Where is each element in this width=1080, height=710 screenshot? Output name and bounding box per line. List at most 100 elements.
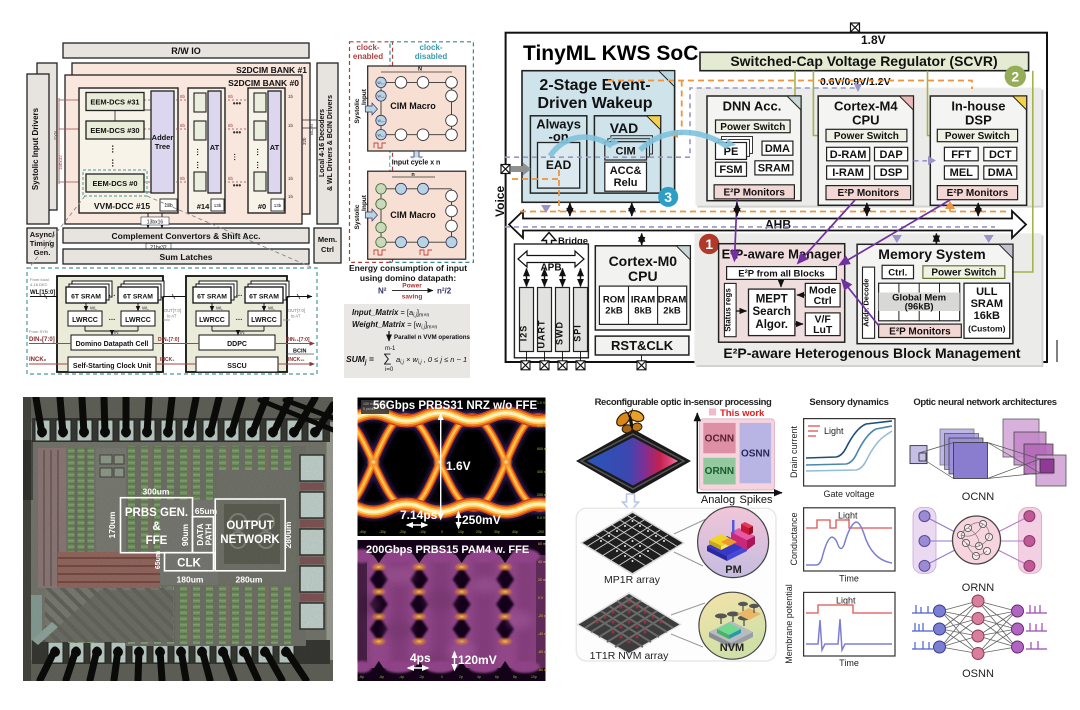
svg-text:CPU: CPU [852,113,879,128]
svg-text:to AT: to AT [167,314,177,319]
svg-text:Addr. Decode: Addr. Decode [862,279,871,327]
svg-text:ai,j × wi,j , 0 ≤ j ≤ n − 1: ai,j × wi,j , 0 ≤ j ≤ n − 1 [396,355,467,366]
svg-text:ULL: ULL [976,286,998,298]
svg-text:-4p: -4p [399,675,404,679]
svg-text:•••: ••• [233,99,242,108]
svg-text:Timing: Timing [30,239,55,248]
svg-text:D-RAM: D-RAM [830,149,867,161]
svg-text:From SYN: From SYN [29,329,48,334]
svg-text:Systolic: Systolic [354,204,361,229]
svg-text:Bridge: Bridge [558,236,588,247]
svg-text:Power Switch: Power Switch [834,131,899,142]
svg-text:NVM: NVM [720,642,744,654]
svg-text:400 m: 400 m [537,470,547,474]
svg-text:to AT: to AT [291,314,301,319]
svg-text:Voice: Voice [493,186,507,217]
svg-text:DMA: DMA [988,167,1013,179]
svg-text:40p: 40p [512,530,518,534]
svg-text:i=0: i=0 [385,367,394,373]
svg-text:Driven Wakeup: Driven Wakeup [538,95,653,112]
svg-text:CIM: CIM [616,146,636,158]
svg-text:Drain current: Drain current [789,425,799,478]
svg-text:Mem.: Mem. [318,235,337,244]
svg-text:300um: 300um [143,487,170,497]
svg-text:…: … [195,148,204,156]
svg-text:-2p: -2p [419,675,424,679]
svg-text:1: 1 [705,236,713,252]
svg-text:…: … [109,315,116,322]
svg-text:…: … [255,161,264,169]
svg-text:Global Mem: Global Mem [892,293,946,304]
svg-text:Power Switch: Power Switch [945,131,1010,142]
svg-text:E²P Monitors: E²P Monitors [723,187,785,198]
svg-text:•••: ••• [233,181,242,190]
svg-text:2kB: 2kB [605,306,623,317]
svg-text:OCNN: OCNN [962,491,994,503]
svg-text:56Gbps PRBS31 NRZ w/o FFE: 56Gbps PRBS31 NRZ w/o FFE [373,400,538,412]
svg-text:EAD: EAD [546,158,572,172]
svg-text:OUT[7:0]: OUT[7:0] [288,308,305,313]
svg-text:VVM-DCC #15: VVM-DCC #15 [94,201,150,211]
svg-text:Memory System: Memory System [878,246,985,262]
svg-text:20 m: 20 m [538,578,546,582]
svg-text:8b: 8b [180,176,186,181]
svg-text:INCK₁₅: INCK₁₅ [288,357,305,363]
svg-text:8p: 8p [513,675,517,679]
svg-text:VAD: VAD [610,120,639,136]
svg-text:Time: Time [839,658,859,668]
svg-text:PE: PE [724,146,739,158]
svg-text:DSP: DSP [880,167,903,179]
svg-text:using domino datapath:: using domino datapath: [360,273,456,283]
svg-text:6T SRAM: 6T SRAM [123,294,153,301]
svg-text:…: … [236,315,243,322]
svg-text:Power: Power [402,283,422,290]
svg-text:6p: 6p [495,675,499,679]
svg-text:CPU: CPU [628,268,658,284]
svg-text:FFT: FFT [951,149,971,161]
svg-text:Cortex-M0: Cortex-M0 [609,253,678,269]
svg-text:ORNN: ORNN [705,466,734,477]
svg-text:m-1: m-1 [385,346,396,352]
svg-text:10p: 10p [458,530,464,534]
svg-text:(96kB): (96kB) [905,302,934,313]
svg-text:280um: 280um [236,575,263,585]
svg-text:Energy consumption of input: Energy consumption of input [349,263,467,273]
svg-text:INCK₁: INCK₁ [160,357,174,363]
svg-text:8b: 8b [180,94,186,99]
svg-text:•••: ••• [233,128,242,137]
svg-text:10p: 10p [531,675,537,679]
svg-text:PATH: PATH [204,524,214,546]
svg-text:6T SRAM: 6T SRAM [71,294,101,301]
svg-text:LuT: LuT [813,324,833,336]
svg-text:E²P-aware Heterogenous Block M: E²P-aware Heterogenous Block Management [723,345,1021,361]
svg-text:30p: 30p [494,530,500,534]
svg-text:3: 3 [664,189,672,205]
svg-text:& WL Drivers & BCIN Drivers: & WL Drivers & BCIN Drivers [327,95,334,191]
svg-text:DIN₁₅[7:0]: DIN₁₅[7:0] [286,337,310,343]
svg-text:IN: IN [114,330,119,335]
svg-text:TinyML KWS SoC: TinyML KWS SoC [523,42,698,65]
svg-text:1b: 1b [288,123,294,128]
svg-text:Weight_Matrix = [wi,j]m×n: Weight_Matrix = [wi,j]m×n [352,320,437,331]
svg-text:Spikes: Spikes [739,494,773,506]
svg-text:OUTPUT: OUTPUT [226,520,273,532]
svg-text:MEPT: MEPT [756,294,788,306]
svg-text:Optic neural network architect: Optic neural network architectures [913,397,1056,408]
svg-text:-6p: -6p [379,675,384,679]
svg-text:In-house: In-house [951,99,1005,114]
svg-text:Relu: Relu [614,177,638,189]
svg-text:Algor.: Algor. [755,319,788,331]
svg-text:DIN₁[7:0]: DIN₁[7:0] [158,337,180,343]
svg-text:SWD: SWD [555,321,565,345]
svg-text:…: … [232,153,241,161]
svg-text:WL[15:0]: WL[15:0] [30,290,55,296]
svg-text:Systolic: Systolic [354,98,361,123]
svg-text:Power Switch: Power Switch [720,122,785,133]
svg-text:FSM: FSM [719,164,742,176]
svg-text:CIM Macro: CIM Macro [390,210,436,220]
svg-text:200 m: 200 m [537,493,547,497]
svg-text:WL: WL [268,306,275,311]
svg-text:From local: From local [30,277,49,282]
svg-text:saving: saving [402,294,423,301]
svg-text:AHB: AHB [765,218,791,232]
